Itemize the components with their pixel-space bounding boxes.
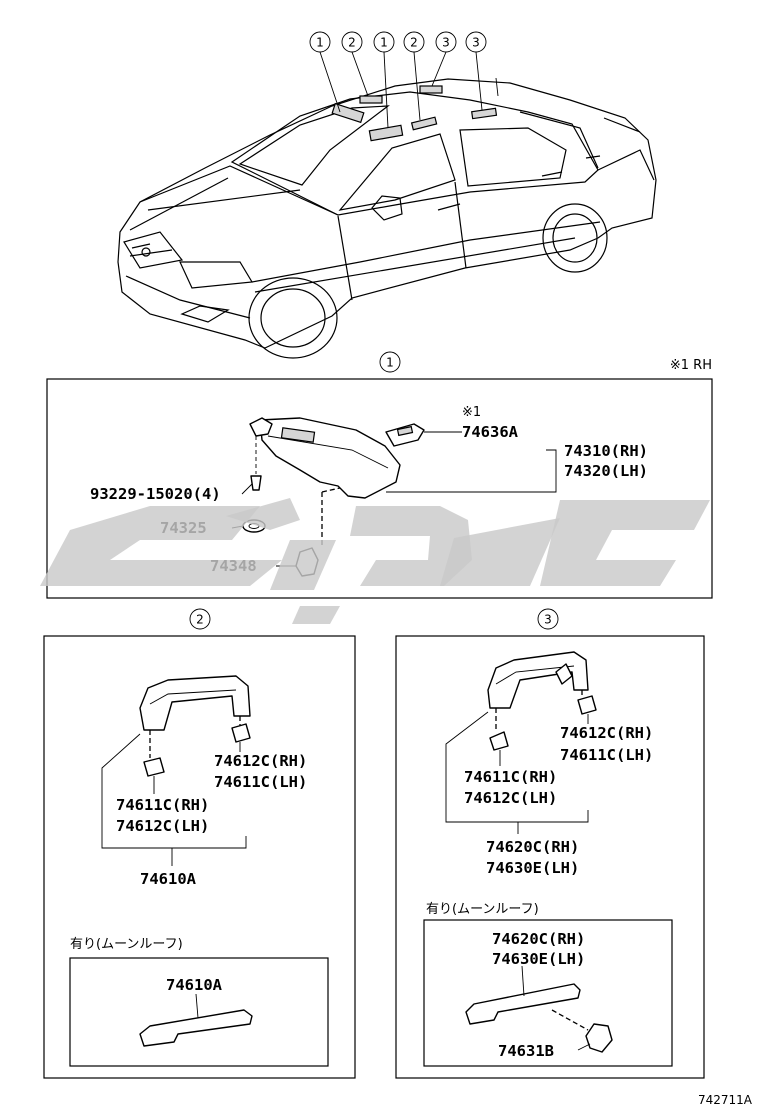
grip-rear-cap-right <box>577 695 597 715</box>
section-2-callout: 2 <box>196 613 204 627</box>
car-callout-6: 3 <box>472 36 480 50</box>
rear-moonroof-part-74631B: 74631B <box>498 1042 554 1060</box>
assist-grip-front <box>139 675 251 731</box>
moonroof-grip-clip <box>585 1023 613 1053</box>
grip-cap-left <box>143 757 165 777</box>
grip-rear-cap-left <box>489 731 509 751</box>
part-74320-lh: 74320(LH) <box>564 462 648 480</box>
assist-grip-rear-moonroof <box>465 983 581 1025</box>
front-part-74612C-rh: 74612C(RH) <box>214 752 307 770</box>
sun-visor <box>259 417 401 499</box>
rear-moonroof-frame <box>423 919 673 1067</box>
part-93229-15020: 93229-15020(4) <box>90 485 221 503</box>
figure-id: 742711A <box>698 1093 753 1107</box>
visor-mark: ※1 <box>462 405 481 420</box>
rear-part-74620C-rh: 74620C(RH) <box>486 838 579 856</box>
rear-part-74611C-rh: 74611C(RH) <box>464 768 557 786</box>
car-callout-1: 1 <box>316 36 324 50</box>
grip-rear-hook <box>555 663 573 685</box>
front-moonroof-part-74610A: 74610A <box>166 976 223 994</box>
front-part-74612C-lh: 74612C(LH) <box>116 817 209 835</box>
front-moonroof-frame <box>69 957 329 1067</box>
rear-moonroof-part-74620C-rh: 74620C(RH) <box>492 930 585 948</box>
car-illustration <box>117 51 657 359</box>
visor-hinge <box>249 417 273 437</box>
section-1-callout: 1 <box>386 356 394 370</box>
watermark-logo <box>40 498 710 624</box>
assist-grip-front-moonroof <box>139 1009 253 1047</box>
section-grip-rear: 3 74612C(RH) 74611C(LH) 74611C(RH) 74612… <box>395 608 705 1079</box>
screw <box>250 475 262 491</box>
car-callout-5: 3 <box>442 36 450 50</box>
visor-frame <box>46 378 713 599</box>
grip-front-frame <box>43 635 356 1079</box>
part-74636A: 74636A <box>462 423 519 441</box>
visor-holder <box>385 423 425 447</box>
part-74310-rh: 74310(RH) <box>564 442 648 460</box>
car-callouts: 1 2 1 2 3 3 <box>309 31 487 53</box>
front-part-74610A: 74610A <box>140 870 197 888</box>
front-part-74611C-rh: 74611C(RH) <box>116 796 209 814</box>
rear-part-74611C-lh: 74611C(LH) <box>560 746 653 764</box>
grip-cap-right <box>231 723 251 743</box>
section-3-callout: 3 <box>544 613 552 627</box>
front-moonroof-note: 有り(ムーンルーフ) <box>70 937 183 952</box>
rear-moonroof-note: 有り(ムーンルーフ) <box>426 902 539 917</box>
rh-note: ※1 RH <box>670 358 712 373</box>
car-callout-4: 2 <box>410 36 418 50</box>
grip-rear-frame <box>395 635 705 1079</box>
car-callout-3: 1 <box>380 36 388 50</box>
rear-part-74612C-rh: 74612C(RH) <box>560 724 653 742</box>
rear-part-74630E-lh: 74630E(LH) <box>486 859 579 877</box>
front-part-74611C-lh: 74611C(LH) <box>214 773 307 791</box>
rear-moonroof-part-74630E-lh: 74630E(LH) <box>492 950 585 968</box>
section-grip-front: 2 74612C(RH) 74611C(LH) 74611C(RH) 74612… <box>43 608 356 1079</box>
car-callout-2: 2 <box>348 36 356 50</box>
rear-part-74612C-lh: 74612C(LH) <box>464 789 557 807</box>
